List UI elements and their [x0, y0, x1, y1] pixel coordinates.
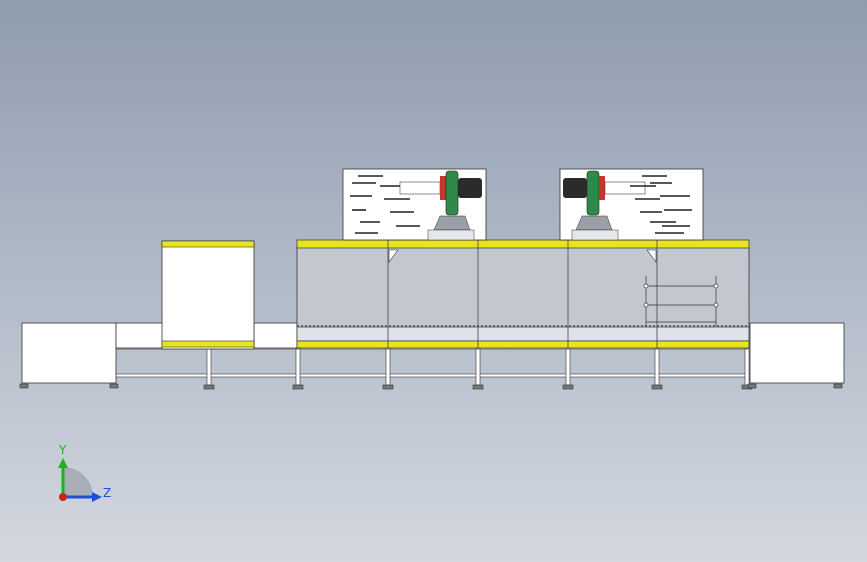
axis-z-label: Z — [103, 486, 112, 500]
support-legs — [19, 348, 843, 390]
tunnel-body[interactable] — [296, 239, 750, 349]
axis-y-label: Y — [59, 443, 67, 457]
infeed-link-right — [253, 322, 298, 349]
preheat-cabinet[interactable] — [161, 240, 255, 350]
blower-unit-1[interactable] — [342, 168, 487, 241]
infeed-link — [115, 322, 164, 349]
product-rack — [643, 276, 719, 326]
blower-unit-2[interactable] — [559, 168, 704, 241]
coordinate-triad-icon — [58, 458, 102, 502]
infeed-box-left[interactable] — [21, 322, 117, 384]
outfeed-box-right[interactable] — [749, 322, 845, 384]
